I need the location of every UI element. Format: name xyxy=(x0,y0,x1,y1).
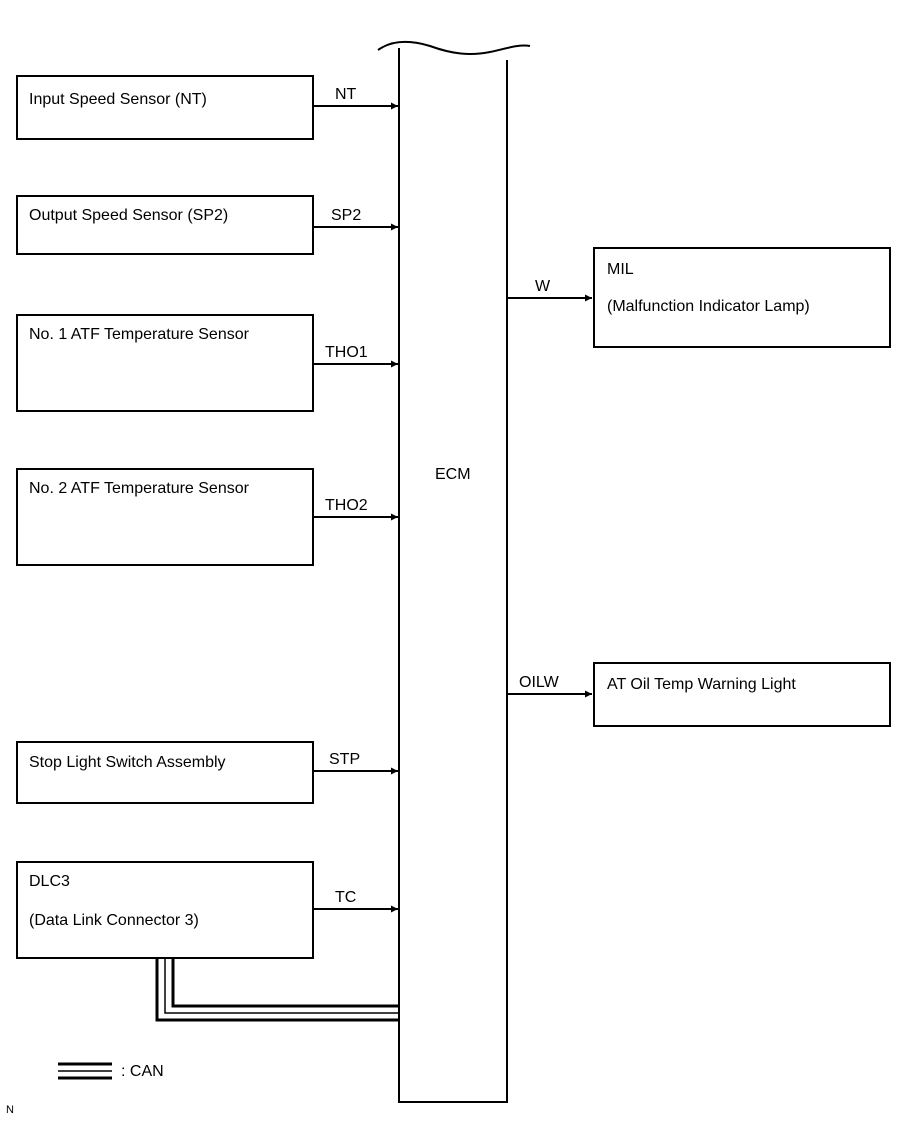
dlc3-subtitle: (Data Link Connector 3) xyxy=(29,912,199,929)
atf-temp-sensor-2-box: No. 2 ATF Temperature Sensor xyxy=(16,468,314,566)
signal-label-tho2: THO2 xyxy=(325,497,368,514)
corner-mark: N xyxy=(6,1104,14,1116)
mil-box: MIL (Malfunction Indicator Lamp) xyxy=(593,247,891,348)
atf-temp-sensor-1-box: No. 1 ATF Temperature Sensor xyxy=(16,314,314,412)
input-speed-sensor-box: Input Speed Sensor (NT) xyxy=(16,75,314,140)
output-speed-sensor-box: Output Speed Sensor (SP2) xyxy=(16,195,314,255)
atf-temp-sensor-1-label: No. 1 ATF Temperature Sensor xyxy=(29,326,249,343)
dlc3-box: DLC3 (Data Link Connector 3) xyxy=(16,861,314,959)
input-speed-sensor-label: Input Speed Sensor (NT) xyxy=(29,91,207,108)
signal-label-sp2: SP2 xyxy=(331,207,362,224)
ecm-label: ECM xyxy=(435,466,471,483)
ecm-block-outline xyxy=(398,48,508,1103)
atf-temp-sensor-2-label: No. 2 ATF Temperature Sensor xyxy=(29,480,249,497)
mil-subtitle: (Malfunction Indicator Lamp) xyxy=(607,298,810,315)
can-bus-lines xyxy=(155,957,399,1022)
stop-light-switch-box: Stop Light Switch Assembly xyxy=(16,741,314,804)
signal-label-nt: NT xyxy=(335,86,357,103)
at-oil-temp-warning-label: AT Oil Temp Warning Light xyxy=(607,676,796,693)
output-speed-sensor-label: Output Speed Sensor (SP2) xyxy=(29,207,229,224)
ecm-break-line xyxy=(377,40,531,55)
signal-label-w: W xyxy=(535,278,551,295)
signal-label-stp: STP xyxy=(329,751,361,768)
dlc3-title: DLC3 xyxy=(29,873,70,890)
can-legend-label: : CAN xyxy=(121,1063,164,1080)
stop-light-switch-label: Stop Light Switch Assembly xyxy=(29,754,226,771)
at-oil-temp-warning-box: AT Oil Temp Warning Light xyxy=(593,662,891,727)
mil-title: MIL xyxy=(607,261,634,278)
signal-label-tc: TC xyxy=(335,889,357,906)
signal-label-oilw: OILW xyxy=(519,674,559,691)
signal-label-tho1: THO1 xyxy=(325,344,368,361)
can-legend-lines xyxy=(58,1062,112,1080)
